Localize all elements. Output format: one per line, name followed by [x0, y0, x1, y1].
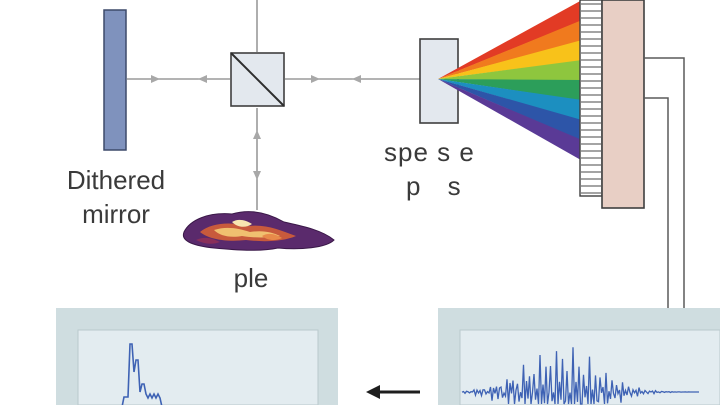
beam-paths: [127, 0, 420, 210]
spectrometer-label-line1: spe s e: [384, 137, 475, 167]
arrowhead: [253, 130, 261, 139]
sample-specimen: [182, 211, 335, 251]
beam-arrows: [151, 75, 361, 180]
sample-label: ple: [233, 263, 269, 293]
spectrum-plot-left: [56, 308, 338, 405]
plot-area: [77, 329, 319, 405]
beamsplitter-cube: [230, 52, 285, 107]
spectrum-band: [438, 40, 582, 79]
signal-wires: [644, 57, 685, 308]
wire-outer: [644, 57, 685, 308]
spectrum-band: [438, 79, 582, 161]
diffraction-grating: [579, 0, 603, 197]
left-arrow: [366, 385, 420, 399]
arrowhead: [151, 75, 160, 83]
dithered-mirror: [103, 9, 127, 151]
mirror-label-line2: mirror: [82, 199, 150, 229]
arrowhead: [352, 75, 361, 83]
arrowhead: [198, 75, 207, 83]
mirror-label-line1: Dithered: [66, 165, 166, 195]
spectrum-band: [438, 0, 582, 79]
detector-array: [601, 0, 645, 209]
spectrometer-label-line2: p s: [406, 171, 462, 201]
interferogram-plot-right: [438, 308, 720, 405]
interferogram-trace: [461, 347, 699, 405]
spectrum-fan: [438, 0, 582, 161]
wire-inner: [644, 97, 669, 308]
spectrum-band: [438, 60, 582, 81]
spectrum-band: [438, 20, 582, 79]
arrowhead: [253, 171, 261, 180]
arrowhead: [311, 75, 320, 83]
